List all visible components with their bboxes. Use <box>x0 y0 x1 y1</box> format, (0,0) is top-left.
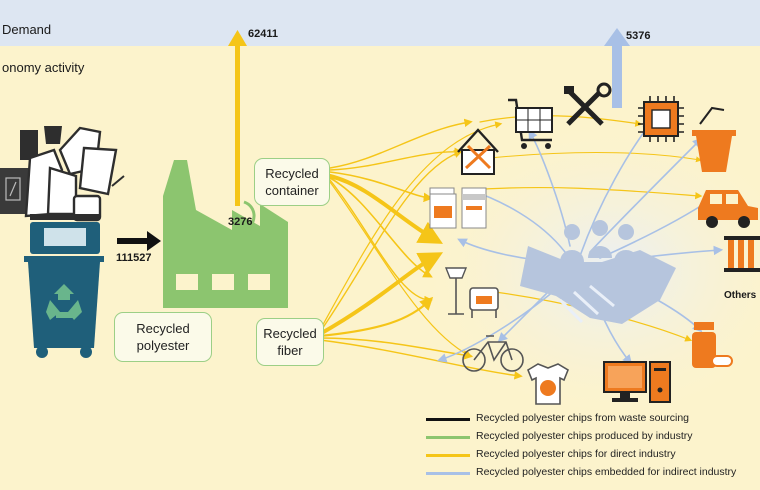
recycled-container-line1: Recycled <box>265 166 319 181</box>
recycled-fiber-line2: fiber <box>277 343 303 358</box>
milk-cartons-icon <box>429 187 487 229</box>
legend-swatch-indirect <box>426 472 470 475</box>
legend-swatch-produced <box>426 436 470 439</box>
legend-swatch-direct <box>426 454 470 457</box>
recycled-polyester-line1: Recycled <box>136 321 190 336</box>
legend-swatch-waste <box>426 418 470 421</box>
test-tubes-icon <box>724 236 760 272</box>
waste-pile-icon <box>0 126 125 222</box>
factory-loop-arrow <box>240 200 256 236</box>
car-icon <box>698 190 758 228</box>
drink-cup-icon <box>692 106 736 172</box>
recycled-container-line2: container <box>265 183 319 198</box>
factory-icon <box>163 160 288 308</box>
bicycle-icon <box>462 335 524 372</box>
legend-item-produced: Recycled polyester chips produced by ind… <box>426 430 756 444</box>
shopping-cart-icon <box>508 98 553 149</box>
computer-icon <box>603 361 671 403</box>
legend-label-produced: Recycled polyester chips produced by ind… <box>476 430 693 442</box>
economy-activity-label: onomy activity <box>2 60 85 75</box>
recycled-fiber-line1: Recycled <box>263 326 317 341</box>
factory-loop-value: 3276 <box>228 216 253 228</box>
legend-label-waste: Recycled polyester chips from waste sour… <box>476 412 690 424</box>
others-label: Others <box>724 290 757 301</box>
direct-flow-lines <box>318 115 703 380</box>
legend-label-direct: Recycled polyester chips for direct indu… <box>476 448 676 460</box>
recycle-bin-icon <box>24 222 104 358</box>
handshake-icon <box>520 246 676 324</box>
legend-item-waste: Recycled polyester chips from waste sour… <box>426 412 756 426</box>
tools-icon <box>564 82 612 126</box>
legend-label-indirect: Recycled polyester chips embedded for in… <box>476 466 737 478</box>
house-tools-icon <box>457 128 499 175</box>
factory-output-value: 62411 <box>248 28 278 40</box>
lamp-chair-icon <box>444 267 499 318</box>
chip-icon <box>638 96 684 142</box>
recycled-fiber-box: Recycled fiber <box>256 318 324 366</box>
indirect-output-arrow <box>604 28 630 108</box>
indirect-output-value: 5376 <box>626 30 651 42</box>
legend-item-direct: Recycled polyester chips for direct indu… <box>426 448 756 462</box>
recycled-container-box: Recycled container <box>254 158 330 206</box>
factory-output-arrow <box>228 30 247 206</box>
tshirt-icon <box>527 363 569 405</box>
medicine-bottle-icon <box>692 322 733 368</box>
recycled-polyester-line2: polyester <box>136 338 190 353</box>
people-icon <box>560 220 638 262</box>
recycled-polyester-box: Recycled polyester <box>114 312 212 362</box>
demand-label: Demand <box>2 22 52 37</box>
waste-input-arrow <box>117 231 161 251</box>
legend-item-indirect: Recycled polyester chips embedded for in… <box>426 466 756 480</box>
waste-input-value: 111527 <box>116 252 152 264</box>
